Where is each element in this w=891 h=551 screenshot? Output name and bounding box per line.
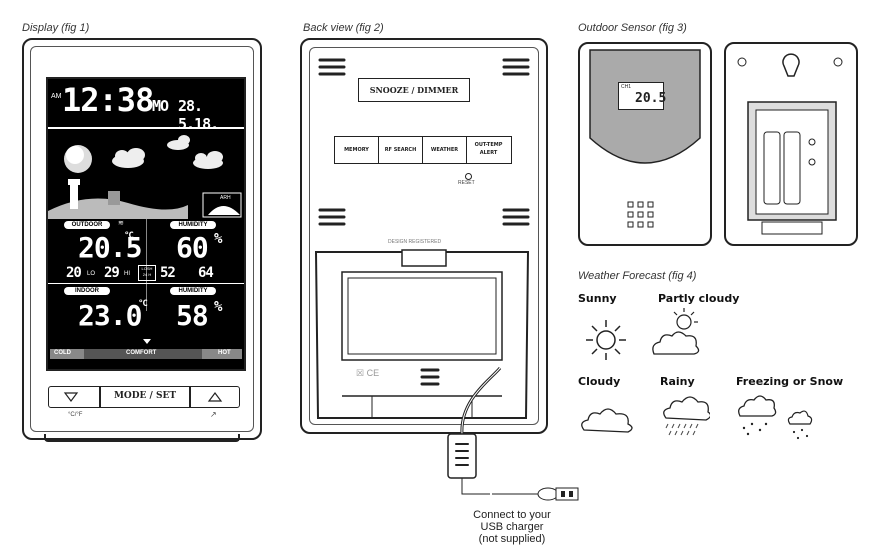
cloud-icon — [581, 408, 633, 433]
cold-label: COLD — [54, 350, 71, 356]
lo-label: LO — [87, 271, 96, 277]
snow-small-icon — [787, 410, 813, 440]
mode-set-button[interactable]: MODE / SET — [113, 391, 177, 401]
indoor-temp-unit: °C — [138, 299, 148, 309]
caption-fig3: Outdoor Sensor (fig 3) — [578, 22, 687, 34]
forecast-label-sunny: Sunny — [578, 292, 617, 305]
comfort-pointer-icon — [143, 339, 151, 344]
partly-cloudy-icon — [652, 308, 700, 355]
sensor-channel: CH1 — [621, 84, 632, 90]
light-icon: ↗ — [210, 410, 217, 419]
sensor-front: CH1 20.5 — [578, 42, 712, 246]
period-label-2: 24 H — [142, 272, 152, 277]
stand-icon: ☒ CE — [314, 249, 530, 419]
forecast-label-rainy: Rainy — [660, 375, 695, 388]
snow-icon — [738, 395, 777, 436]
design-registered-label: DESIGN REGISTERED — [388, 239, 442, 245]
caption-fig1: Display (fig 1) — [22, 22, 90, 34]
outdoor-min-temp: 20 — [66, 265, 82, 281]
back-view-unit: SNOOZE / DIMMER MEMORY RF SEARCH WEATHER… — [300, 38, 548, 434]
outdoor-label: OUTDOOR — [64, 221, 110, 229]
sensor-back — [724, 42, 858, 246]
weather-scene-icon: ARH — [48, 135, 242, 219]
snooze-dimmer-button[interactable]: SNOOZE / DIMMER — [358, 78, 470, 102]
memory-button[interactable]: MEMORY — [335, 137, 379, 163]
outdoor-min-humidity: 52 — [160, 265, 176, 281]
rf-search-button[interactable]: RF SEARCH — [379, 137, 423, 163]
caption-fig2: Back view (fig 2) — [303, 22, 384, 34]
back-button-row: MEMORY RF SEARCH WEATHER OUT-TEMP ALERT — [334, 136, 512, 164]
forecast-label-partly-cloudy: Partly cloudy — [658, 292, 740, 305]
comfort-label: COMFORT — [126, 350, 157, 356]
comfort-bar: COLD COMFORT HOT — [50, 349, 242, 359]
usb-note-line1: Connect to your — [473, 509, 551, 521]
outdoor-max-temp: 29 — [104, 265, 120, 281]
down-button[interactable] — [65, 392, 77, 400]
clock-time: 12:38 — [62, 81, 154, 119]
down-arrow-icon[interactable] — [63, 391, 79, 403]
forecast-label-cloudy: Cloudy — [578, 375, 621, 388]
reset-label: RESET — [458, 180, 475, 186]
outdoor-humidity-label: HUMIDITY — [170, 221, 216, 229]
forecast-label-freezing-snow: Freezing or Snow — [736, 375, 844, 388]
hi-label: HI — [124, 271, 130, 277]
caption-fig4: Weather Forecast (fig 4) — [578, 270, 697, 282]
indoor-temperature: 23.0 — [78, 299, 142, 332]
outdoor-humidity-percent: % — [214, 231, 223, 247]
weather-button[interactable]: WEATHER — [423, 137, 467, 163]
indoor-humidity: 58 — [176, 299, 209, 332]
indoor-humidity-label: HUMIDITY — [170, 287, 216, 295]
indoor-label: INDOOR — [64, 287, 110, 295]
outdoor-temp-unit: °C — [124, 231, 134, 241]
reset-hole[interactable] — [465, 173, 472, 180]
speaker-holes-icon — [627, 201, 654, 228]
outdoor-temperature: 20.5 — [78, 231, 142, 264]
hot-label: HOT — [218, 350, 231, 356]
outdoor-humidity: 60 — [176, 231, 209, 264]
am-indicator: AM — [51, 93, 62, 100]
up-arrow-icon[interactable] — [207, 391, 223, 403]
period-label-1: LOSH — [141, 266, 153, 271]
front-button-bar: MODE / SET — [48, 386, 240, 408]
usb-note: Connect to your USB charger (not supplie… — [460, 509, 564, 545]
usb-cable-icon — [447, 367, 579, 501]
display-unit: AM 12:38 MO 28. 5.18. ARH OUTDOOR ≋ HUMI… — [22, 38, 262, 440]
out-temp-alert-button[interactable]: OUT-TEMP ALERT — [474, 142, 503, 156]
arh-label: ARH — [220, 195, 231, 201]
sun-icon — [586, 320, 626, 360]
svg-text:☒ CE: ☒ CE — [356, 368, 379, 378]
usb-note-line3: (not supplied) — [478, 533, 546, 545]
unit-toggle-label: °C/°F — [68, 412, 83, 418]
lcd-screen: AM 12:38 MO 28. 5.18. ARH OUTDOOR ≋ HUMI… — [46, 77, 246, 371]
battery-compartment-icon — [737, 53, 843, 235]
sensor-reading: 20.5 — [635, 91, 667, 106]
usb-note-line2: USB charger — [480, 521, 544, 533]
indoor-humidity-percent: % — [214, 299, 223, 315]
signal-icon: ≋ — [118, 220, 124, 227]
sensor-window-icon — [589, 49, 701, 164]
weekday: MO — [152, 97, 169, 115]
outdoor-max-humidity: 64 — [198, 265, 214, 281]
sensor-lcd: CH1 20.5 — [618, 82, 667, 110]
vent-grilles-icon — [318, 58, 530, 226]
rain-icon — [663, 396, 710, 436]
